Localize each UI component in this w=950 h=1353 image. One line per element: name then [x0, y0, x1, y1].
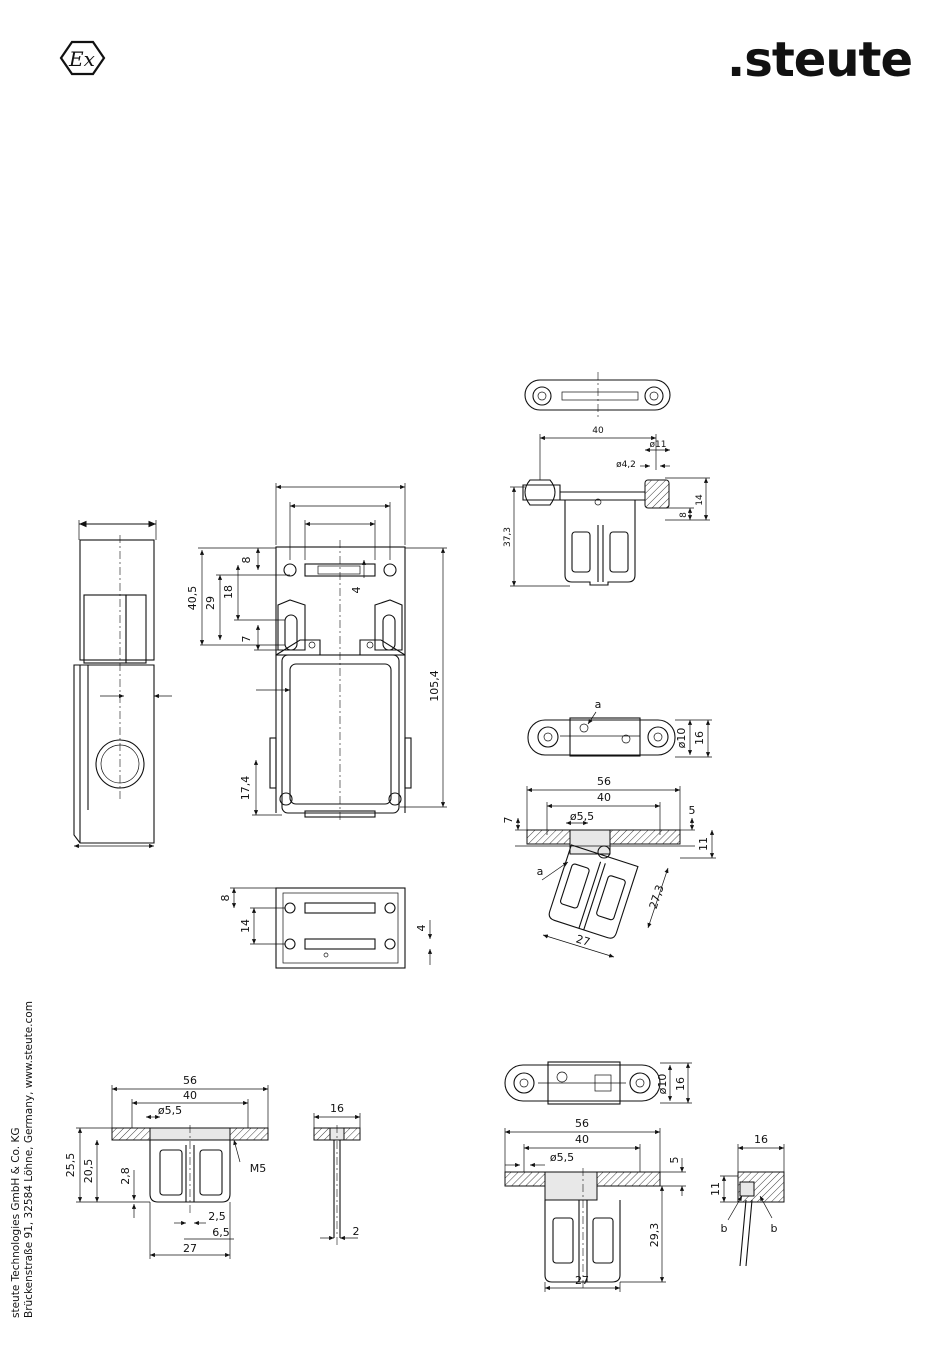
dim-29: 29 [204, 596, 217, 610]
dim-dia10-br: ø10 [656, 1074, 669, 1095]
dim-7-right: 7 [502, 817, 515, 824]
dim-dia5-5-mid: ø5,5 [570, 810, 594, 823]
dim-8-mid: 8 [219, 895, 232, 902]
dim-14-mid: 14 [239, 919, 252, 933]
dim-27-right: 27 [574, 932, 591, 949]
label-b2: b [771, 1222, 778, 1235]
dim-56-mid: 56 [597, 775, 611, 788]
dim-7-main: 7 [240, 636, 253, 643]
dim-40-br: 40 [575, 1133, 589, 1146]
dim-4-mid: 4 [415, 925, 428, 932]
dim-11-right: 11 [697, 837, 710, 851]
svg-text:Ex: Ex [68, 47, 95, 71]
dim-dia10-mid: ø10 [675, 728, 688, 749]
dim-27-bl: 27 [183, 1242, 197, 1255]
dim-17-4: 17,4 [239, 776, 252, 801]
dim-8-top: 8 [679, 512, 689, 518]
side-view-left [74, 520, 172, 846]
front-view-main [198, 483, 447, 820]
dim-20-5: 20,5 [82, 1159, 95, 1184]
dim-6-5: 6,5 [212, 1226, 230, 1239]
dim-16-br: 16 [674, 1077, 687, 1091]
dim-56-br: 56 [575, 1117, 589, 1130]
dim-8-main: 8 [240, 557, 253, 564]
dim-40-mid: 40 [597, 791, 611, 804]
dim-40-top: 40 [592, 426, 604, 436]
actuator-top-right [510, 372, 710, 586]
hinge-detail [720, 1144, 784, 1266]
dim-dia42: ø4,2 [616, 460, 636, 470]
bottom-view-main [230, 888, 430, 968]
dim-dia5-5-bl: ø5,5 [158, 1104, 182, 1117]
dim-14-top: 14 [695, 494, 705, 506]
dim-56-bl: 56 [183, 1074, 197, 1087]
dim-40-bl: 40 [183, 1089, 197, 1102]
dim-2-8: 2,8 [119, 1167, 132, 1185]
label-m5: M5 [250, 1162, 267, 1175]
actuator-bottom-right [505, 1062, 692, 1292]
dim-27-br: 27 [575, 1274, 589, 1287]
dim-dia5-5-br: ø5,5 [550, 1151, 574, 1164]
dim-37-3: 37,3 [503, 527, 513, 547]
dim-18: 18 [222, 585, 235, 599]
dim-2-5: 2,5 [208, 1210, 226, 1223]
dimension-labels: 40 ø11 ø4,2 14 8 37,3 8 40,5 29 18 7 4 1… [64, 426, 778, 1287]
dim-dia11: ø11 [650, 440, 667, 450]
dim-27-3: 27,3 [647, 883, 667, 910]
dim-16-far: 16 [754, 1133, 768, 1146]
label-a-top: a [595, 698, 602, 711]
dim-5-right: 5 [689, 804, 696, 817]
dim-11-far: 11 [709, 1182, 722, 1196]
dim-105-4: 105,4 [428, 670, 441, 702]
dim-5-br: 5 [668, 1157, 681, 1164]
dim-2-bm: 2 [353, 1225, 360, 1238]
dim-25-5: 25,5 [64, 1153, 77, 1178]
dim-4-main: 4 [350, 587, 363, 594]
ex-hexagon-icon: Ex [61, 42, 104, 74]
label-b1: b [721, 1222, 728, 1235]
label-a-left: a [537, 865, 544, 878]
dim-40-5: 40,5 [186, 586, 199, 611]
dim-16-bm: 16 [330, 1102, 344, 1115]
dim-16-mid: 16 [693, 731, 706, 745]
dim-29-3: 29,3 [648, 1223, 661, 1248]
